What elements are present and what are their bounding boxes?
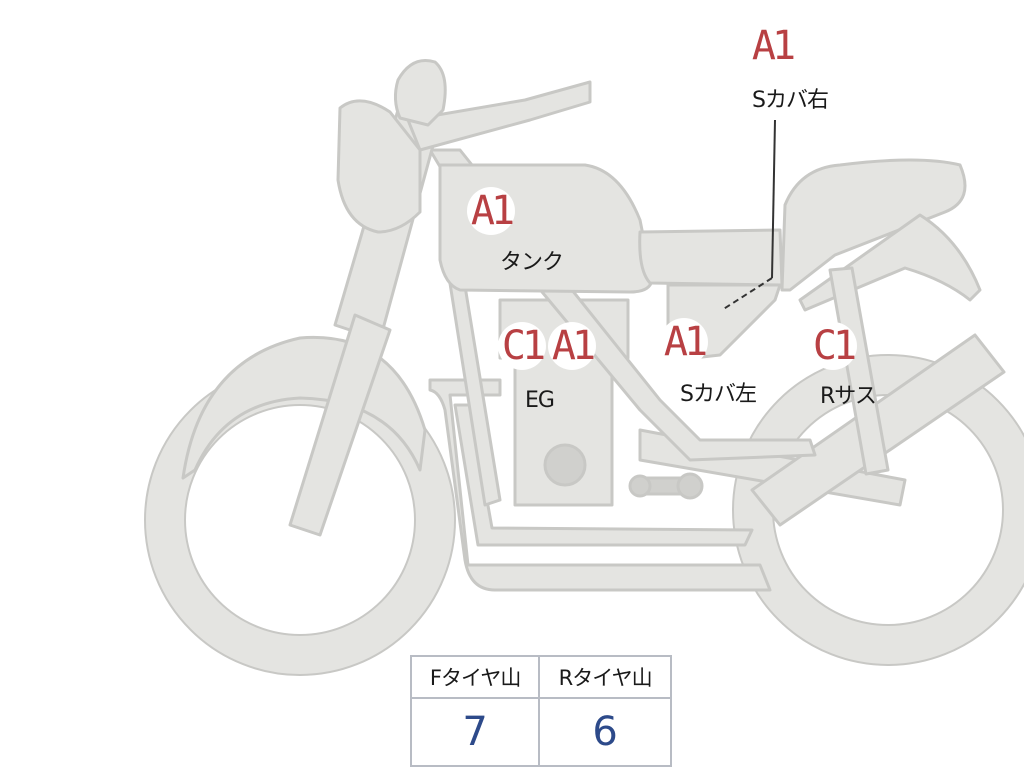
label-tank: タンク	[500, 250, 564, 275]
rear-tire-header: Rタイヤ山	[538, 655, 672, 699]
grade-s-cover-right: A1	[748, 22, 796, 70]
front-tire-value: 7	[409, 697, 541, 767]
headlight	[336, 99, 422, 234]
grade-rear-suspension: C1	[809, 322, 857, 370]
rear-wheel	[733, 355, 1024, 665]
leader-line	[771, 119, 776, 279]
label-s-cover-right: Sカバ右	[752, 88, 829, 113]
seat-rear	[780, 158, 967, 292]
label-engine: EG	[525, 388, 555, 413]
front-tire-header: Fタイヤ山	[409, 655, 541, 699]
rear-tire-value: 6	[538, 697, 672, 767]
label-rear-suspension: Rサス	[820, 384, 877, 409]
grade-engine-1: C1	[498, 322, 546, 370]
label-s-cover-left: Sカバ左	[680, 382, 757, 407]
tire-tread-table: Fタイヤ山 Rタイヤ山 7 6	[409, 655, 672, 767]
front-fender	[181, 335, 427, 480]
exhaust-pipe	[428, 378, 772, 592]
seat-front	[638, 228, 784, 287]
rear-suspension-strut	[828, 266, 890, 476]
grade-engine-2: A1	[548, 322, 596, 370]
grade-tank: A1	[467, 187, 515, 235]
grade-s-cover-left: A1	[660, 318, 708, 366]
